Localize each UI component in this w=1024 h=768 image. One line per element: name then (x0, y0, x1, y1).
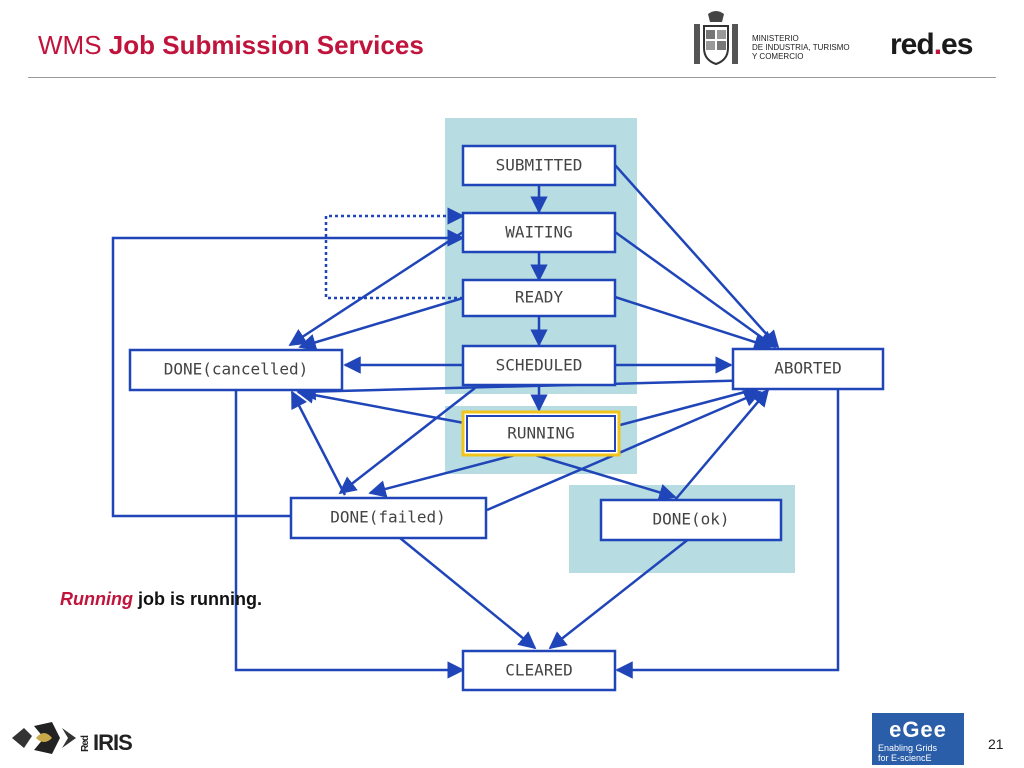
state-waiting-label: WAITING (505, 223, 572, 242)
caption-rest: job is running. (132, 589, 262, 609)
state-waiting: WAITING (461, 211, 617, 254)
arrow-running-cancelled (296, 386, 476, 427)
arrow-failed-cleared (399, 537, 537, 650)
arrow-failed-cancelled (290, 390, 347, 496)
arrow-doneok-aborted (674, 388, 770, 501)
redes-dot: . (933, 28, 942, 61)
arrow-running-doneok (534, 453, 677, 501)
rediris-logo (10, 718, 140, 758)
title-prefix: WMS (38, 30, 102, 60)
state-aborted: ABORTED (731, 347, 885, 391)
redes-part-1: red (890, 28, 935, 61)
state-scheduled: SCHEDULED (461, 344, 617, 387)
state-done-cancelled-label: DONE(cancelled) (164, 360, 309, 379)
state-running-label: RUNNING (507, 424, 574, 443)
arrow-cancelled-cleared (234, 390, 465, 679)
state-cleared-label: CLEARED (505, 661, 572, 680)
egee-line-2: for E-sciencE (878, 753, 932, 763)
arrow-donefailed-aborted (486, 390, 762, 512)
coat-of-arms-icon (694, 11, 738, 66)
ministry-logo: MINISTERIO DE INDUSTRIA, TURISMO Y COMER… (688, 10, 878, 72)
state-done-failed-label: DONE(failed) (330, 508, 446, 527)
ministry-line-2: DE INDUSTRIA, TURISMO (752, 43, 850, 52)
egee-logo-text: eGee (889, 717, 947, 742)
header-divider (28, 77, 996, 78)
arrow-waiting-aborted (614, 230, 777, 349)
egee-logo: eGee Enabling Grids for E-sciencE (872, 713, 964, 765)
state-submitted: SUBMITTED (461, 144, 617, 187)
arrow-ready-waiting-loop (324, 207, 465, 300)
arrow-ready-aborted (614, 295, 772, 351)
ministry-line-1: MINISTERIO (752, 34, 799, 43)
arrow-failed-waiting (111, 229, 465, 518)
state-ready: READY (461, 278, 617, 318)
state-done-cancelled: DONE(cancelled) (128, 348, 344, 392)
rediris-mark-icon (12, 722, 76, 754)
arrow-running-failed (368, 453, 516, 498)
rediris-wordmark: RedIRIS (80, 730, 133, 756)
rediris-text: IRIS (93, 730, 133, 755)
rediris-prefix: Red (80, 736, 91, 753)
arrow-submitted-aborted (614, 164, 780, 349)
state-aborted-label: ABORTED (774, 359, 841, 378)
page-number: 21 (988, 736, 1004, 752)
state-scheduled-label: SCHEDULED (496, 356, 583, 375)
slide-title: WMS Job Submission Services (38, 30, 424, 61)
arrow-ready-cancelled (298, 296, 464, 351)
state-submitted-label: SUBMITTED (496, 156, 583, 175)
egee-line-1: Enabling Grids (878, 743, 938, 753)
arrow-running-aborted (619, 383, 762, 427)
ministry-text: MINISTERIO DE INDUSTRIA, TURISMO Y COMER… (752, 34, 850, 61)
title-main: Job Submission Services (108, 30, 424, 60)
state-ready-label: READY (515, 288, 564, 307)
arrow-scheduled-failed (338, 387, 476, 495)
state-done-ok-label: DONE(ok) (652, 510, 729, 529)
state-running: RUNNING (461, 410, 621, 457)
state-caption: Running job is running. (60, 585, 262, 613)
caption-italic: Running (60, 589, 133, 609)
state-done-ok: DONE(ok) (599, 498, 783, 542)
arrow-doneok-cleared (548, 537, 691, 650)
ministry-line-3: Y COMERCIO (752, 52, 804, 61)
state-done-failed: DONE(failed) (289, 496, 488, 540)
arrow-aborted-cleared (615, 390, 840, 679)
state-cleared: CLEARED (461, 649, 617, 692)
redes-part-2: es (941, 28, 973, 61)
redes-logo: red.es (890, 28, 973, 62)
arrow-waiting-cancelled (288, 230, 464, 347)
